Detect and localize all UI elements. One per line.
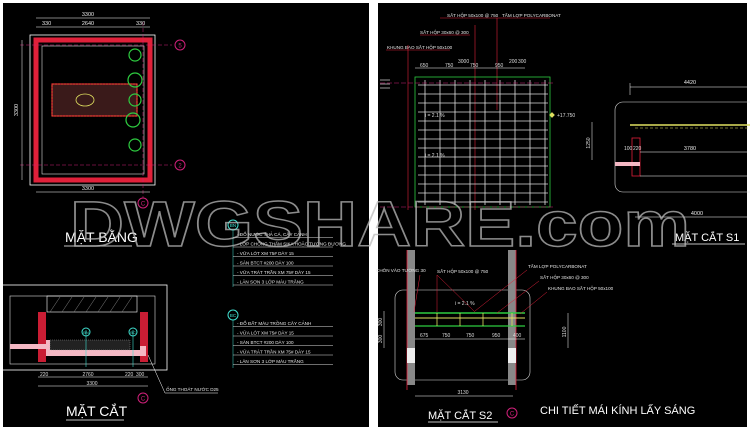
svg-text:2: 2 bbox=[178, 164, 182, 170]
section-dim: 300 bbox=[136, 372, 145, 378]
s2-dim: 300 bbox=[378, 335, 384, 344]
callout: SẮT HỘP 50x100 @ 750 bbox=[447, 11, 499, 18]
svg-text:5: 5 bbox=[178, 44, 182, 50]
note-item: - VỮA TRÁT TRẦN XM 75# DÀY 15 bbox=[237, 269, 311, 275]
plan-view: 3300 330 2640 330 3300 3300 5 2 C bbox=[14, 12, 186, 209]
svg-text:C: C bbox=[510, 412, 515, 418]
callout: SẮT HỘP 30x60 @ 300 bbox=[420, 28, 469, 35]
note-item: - ĐỔ NƯỚC THẢ CÁ, CÂY CẢNH bbox=[237, 231, 307, 237]
s2-dim: 3130 bbox=[457, 390, 468, 396]
elevation-mark: +17.750 bbox=[557, 113, 575, 119]
callout: SẮT HỘP 30x60 @ 300 bbox=[540, 273, 589, 280]
material-notes-bc: BC - ĐỔ ĐẤT MÀU TRỒNG CÂY CẢNH - VỮA LÓT … bbox=[227, 309, 333, 368]
note-tag: BN bbox=[230, 223, 236, 228]
note-item: - VỮA TRÁT TRẦN XM 75# DÀY 15 bbox=[237, 349, 311, 355]
note-item: - VỮA LÓT XM 75# DÀY 15 bbox=[237, 250, 294, 256]
section-s2: CHÔN VÀO TƯỜNG 30 SẮT HỘP 50x100 @ 750 T… bbox=[376, 250, 614, 419]
svg-text:BN: BN bbox=[83, 330, 89, 335]
callout: CHÔN VÀO TƯỜNG 30 bbox=[376, 267, 426, 273]
note-item: - VỮA LÓT XM 75# DÀY 15 bbox=[237, 330, 294, 336]
material-notes-bn: BN - ĐỔ NƯỚC THẢ CÁ, CÂY CẢNH - LỚP CHỐNG… bbox=[227, 219, 346, 287]
callout: SẮT HỘP 50x100 @ 750 bbox=[437, 267, 489, 274]
section-s1: 4420 100 220 3780 4000 1250 bbox=[586, 80, 750, 218]
note-item: - SÀN BTCT #200 DÀY 100 bbox=[237, 339, 294, 345]
plan-dim-side: 3300 bbox=[14, 104, 20, 116]
axis-marker-c: C bbox=[137, 392, 149, 404]
s1-dim: 3780 bbox=[684, 146, 696, 152]
callout: KHUNG BAO SẮT HỘP 50x100 bbox=[387, 43, 453, 50]
note-item: - LĂN SƠN 3 LỚP MÀU TRẮNG bbox=[237, 278, 304, 285]
slope-label: i = 2.1 % bbox=[425, 113, 445, 119]
plan-dim: 330 bbox=[42, 21, 51, 27]
roof-plan: SẮT HỘP 50x100 @ 750 TẤM LỢP POLYCARBONA… bbox=[380, 11, 575, 210]
plan-dim: 200 bbox=[509, 59, 518, 65]
section-dim: 220 bbox=[40, 372, 49, 378]
plan-dim: 330 bbox=[136, 21, 145, 27]
axis-marker-5: 5 bbox=[174, 39, 186, 51]
s2-dim: 400 bbox=[513, 333, 522, 339]
plan-dim: 2640 bbox=[82, 21, 94, 27]
note-item: - LỚP CHỐNG THẤM SIKA HOẶC TƯƠNG ĐƯƠNG bbox=[237, 241, 346, 247]
callout: TẤM LỢP POLYCARBONAT bbox=[528, 263, 587, 269]
plan-dim: 750 bbox=[470, 63, 479, 69]
section-title: MẶT CẮT bbox=[66, 402, 128, 419]
s1-dim: 220 bbox=[633, 146, 642, 152]
section-dim: 3300 bbox=[86, 381, 97, 387]
s1-dim: 100 bbox=[624, 146, 633, 152]
section-tag-bn: BN bbox=[81, 327, 91, 337]
s1-dim: 4000 bbox=[691, 211, 703, 217]
plan-dim: 300 bbox=[518, 59, 527, 65]
svg-text:C: C bbox=[141, 202, 146, 208]
s1-dim: 4420 bbox=[684, 80, 696, 86]
note-tag: BC bbox=[230, 313, 237, 318]
detail-title: CHI TIẾT MÁI KÍNH LẤY SÁNG bbox=[540, 404, 695, 417]
plan-dim-top: 3300 bbox=[82, 12, 94, 18]
left-panel bbox=[1, 1, 371, 429]
s2-dim: 1100 bbox=[562, 326, 568, 337]
axis-marker-c: C bbox=[137, 197, 149, 209]
note-item: - LĂN SƠN 3 LỚP MÀU TRẮNG bbox=[237, 357, 304, 364]
note-item: - ĐỔ ĐẤT MÀU TRỒNG CÂY CẢNH bbox=[237, 320, 311, 326]
s1-dim: 1250 bbox=[586, 137, 592, 148]
svg-text:C: C bbox=[141, 397, 146, 403]
tree-icons bbox=[125, 48, 143, 152]
watermark-logo: DWGSHARE.com bbox=[70, 188, 690, 260]
s2-dim: 675 bbox=[420, 333, 429, 339]
s2-dim: 950 bbox=[492, 333, 501, 339]
section-dim: 220 bbox=[125, 372, 134, 378]
callout: KHUNG BAO SẮT HỘP 50x100 bbox=[548, 284, 614, 291]
plan-dim: 950 bbox=[495, 63, 504, 69]
s2-dim: 300 bbox=[378, 318, 384, 327]
section-view: BN BC 2760 220 220 300 3300 C ỐNG THOÁT … bbox=[1, 284, 219, 404]
s2-dim: 750 bbox=[442, 333, 451, 339]
right-panel bbox=[376, 1, 749, 429]
svg-text:BC: BC bbox=[130, 330, 136, 335]
s1-title: MẶT CẮT S1 bbox=[675, 231, 739, 244]
section-tag-bc: BC bbox=[128, 327, 138, 337]
axis-marker-c: C bbox=[506, 407, 518, 419]
callout: TẤM LỢP POLYCARBONAT bbox=[502, 12, 561, 18]
pond-area bbox=[51, 83, 138, 117]
drain-note: ỐNG THOÁT NƯỚC D25 bbox=[166, 386, 219, 392]
plan-dim: 650 bbox=[420, 63, 429, 69]
s2-dim: 750 bbox=[466, 333, 475, 339]
section-dim: 2760 bbox=[82, 372, 93, 378]
axis-marker-2: 2 bbox=[174, 159, 186, 171]
plan-dim: 750 bbox=[445, 63, 454, 69]
plan-dim: 3000 bbox=[458, 59, 469, 65]
note-item: - SÀN BTCT #200 DÀY 100 bbox=[237, 260, 294, 266]
plan-title: MẶT BẰNG bbox=[65, 228, 138, 245]
s2-title: MẶT CẮT S2 bbox=[428, 409, 492, 422]
slope-label: i = 2.1 % bbox=[455, 301, 475, 307]
slope-label: i = 2.1 % bbox=[425, 153, 445, 159]
plan-dim-bottom: 3300 bbox=[82, 186, 94, 192]
